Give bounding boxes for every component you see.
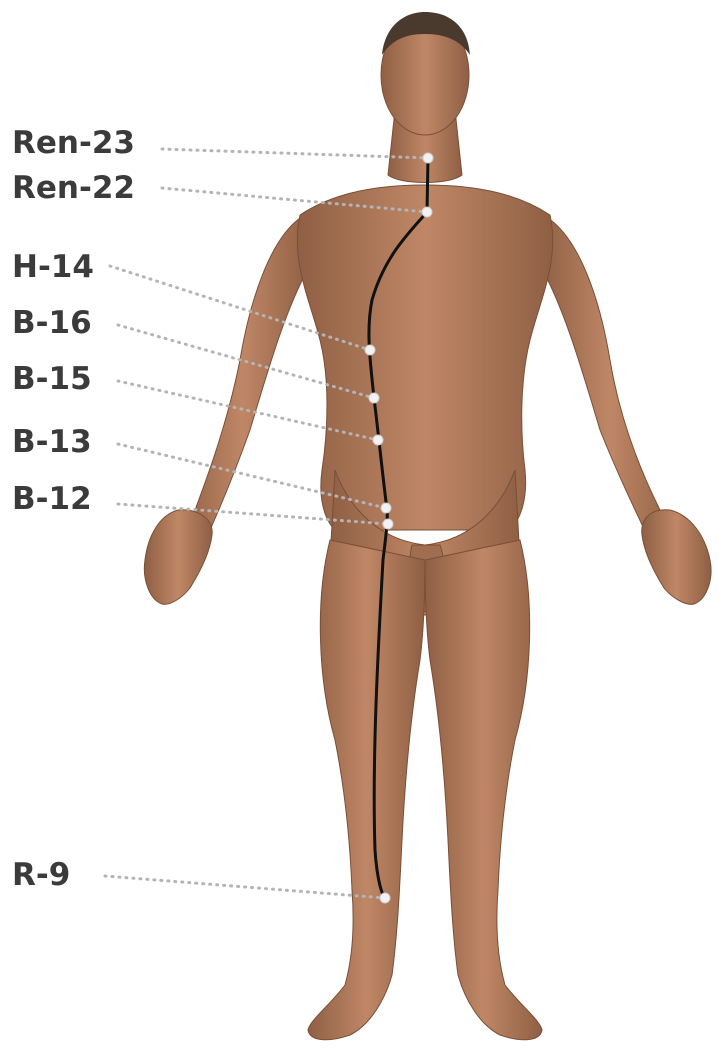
left-arm bbox=[175, 218, 310, 552]
acupoint-dot-ren22 bbox=[422, 207, 432, 217]
acupoint-dot-b16 bbox=[369, 393, 379, 403]
point-label-h14: H-14 bbox=[12, 249, 94, 285]
acupoint-dot-b15 bbox=[373, 435, 383, 445]
point-label-b16: B-16 bbox=[12, 305, 92, 341]
leader-line-ren23 bbox=[162, 149, 428, 158]
right-hand bbox=[642, 510, 711, 605]
acupoint-dot-ren23 bbox=[423, 153, 433, 163]
acupoint-dot-r9 bbox=[380, 893, 390, 903]
point-label-ren23: Ren-23 bbox=[12, 125, 135, 161]
point-label-b12: B-12 bbox=[12, 481, 92, 517]
point-label-b13: B-13 bbox=[12, 424, 92, 460]
acupoint-dot-b13 bbox=[381, 503, 391, 513]
right-arm bbox=[540, 218, 680, 552]
left-leg bbox=[308, 540, 425, 1040]
point-label-r9: R-9 bbox=[12, 857, 70, 893]
right-leg bbox=[425, 540, 542, 1040]
leader-line-r9 bbox=[105, 876, 385, 898]
acupoint-dot-b12 bbox=[383, 519, 393, 529]
point-label-ren22: Ren-22 bbox=[12, 170, 135, 206]
point-label-b15: B-15 bbox=[12, 361, 92, 397]
acupoint-dot-h14 bbox=[365, 345, 375, 355]
left-hand bbox=[144, 510, 212, 605]
